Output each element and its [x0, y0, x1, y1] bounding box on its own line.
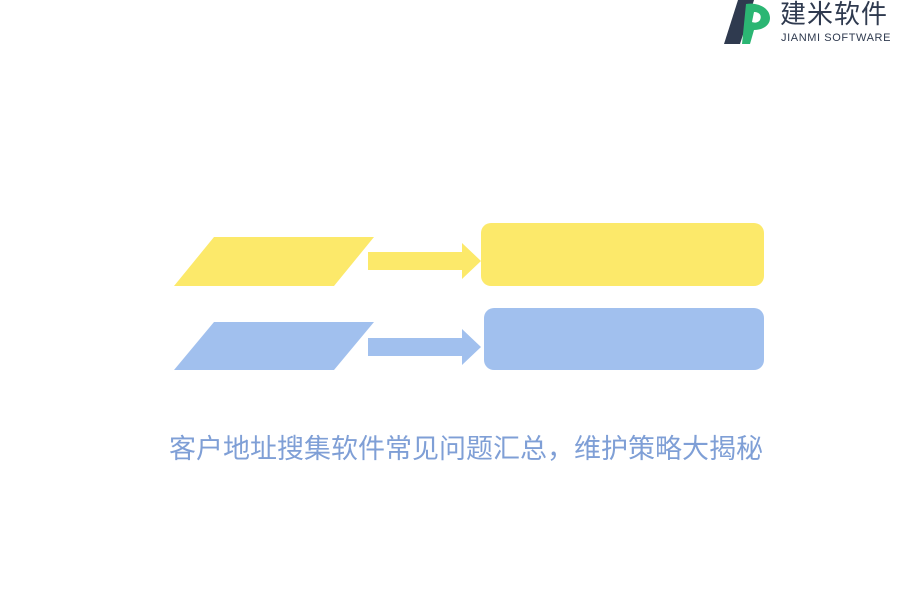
brand-logo: 建米软件 JIANMI SOFTWARE: [724, 0, 900, 48]
brand-name-en: JIANMI SOFTWARE: [781, 32, 892, 44]
brand-name-cn: 建米软件: [780, 0, 889, 30]
jianmi-logo-icon: [724, 0, 770, 44]
parallelogram-yellow: [174, 237, 374, 286]
arrow-yellow: [368, 243, 481, 279]
arrow-blue: [368, 329, 481, 365]
parallelogram-blue: [174, 322, 374, 370]
page-caption: 客户地址搜集软件常见问题汇总，维护策略大揭秘: [169, 434, 763, 465]
box-blue: [484, 308, 764, 370]
box-yellow: [481, 223, 764, 286]
